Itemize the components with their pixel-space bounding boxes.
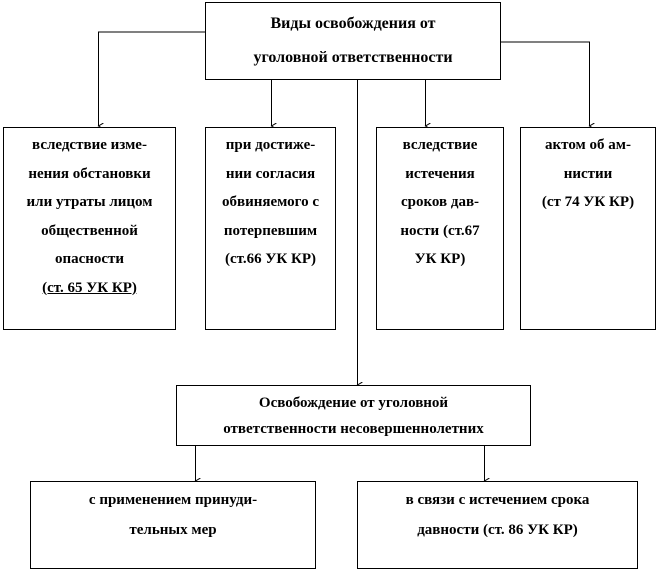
minor-type-line: в связи с истечением срока — [405, 492, 590, 508]
category-line: УК КР) — [414, 251, 466, 267]
category-box: при достиже- нии согласия обвиняемого с … — [205, 127, 336, 330]
category-line: (ст.66 УК КР) — [224, 251, 317, 267]
root-line: уголовной ответственности — [253, 49, 453, 66]
category-line: или утраты лицом — [26, 194, 153, 210]
category-line: актом об ам- — [545, 137, 631, 153]
category-line: при достиже- — [225, 137, 316, 153]
category-line: опасности — [54, 251, 125, 267]
root-box: Виды освобождения от уголовной ответстве… — [205, 2, 501, 80]
minor-type-box: с применением принуди- тельных мер — [30, 481, 316, 569]
minor-type-line: тельных мер — [129, 522, 217, 538]
arrow-to-category-4 — [500, 41, 590, 126]
category-line: ности (ст.67 — [400, 222, 480, 239]
category-line: обвиняемого с — [221, 194, 320, 210]
category-line: общественной — [41, 222, 138, 239]
category-line: вследствие изме- — [32, 137, 147, 153]
category-line: (ст 74 УК КР) — [541, 194, 635, 210]
category-box: вследствие истечения сроков дав- ности (… — [376, 127, 504, 330]
minors-line: ответственности несовершеннолетних — [223, 421, 484, 437]
category-line: нии согласия — [225, 165, 316, 182]
category-line: потерпевшим — [223, 222, 318, 239]
category-line: нистии — [563, 165, 613, 182]
arrow-to-category-1 — [99, 31, 205, 126]
category-box: актом об ам- нистии (ст 74 УК КР) — [520, 127, 656, 330]
category-box: вследствие изме- нения обстановки или ут… — [3, 127, 176, 330]
minors-line: Освобождение от уголовной — [258, 395, 449, 411]
minor-type-box: в связи с истечением срока давности (ст.… — [357, 481, 638, 569]
minors-box: Освобождение от уголовной ответственност… — [176, 385, 531, 446]
minor-type-line: давности (ст. 86 УК КР) — [417, 522, 578, 538]
category-line: сроков дав- — [400, 194, 480, 210]
root-line: Виды освобождения от — [270, 15, 436, 32]
category-line: истечения — [405, 165, 475, 182]
category-line: вследствие — [402, 137, 478, 153]
category-line: нения обстановки — [28, 165, 151, 182]
minor-type-line: с применением принуди- — [88, 492, 258, 508]
article-reference: (ст. 65 УК КР) — [42, 279, 137, 296]
